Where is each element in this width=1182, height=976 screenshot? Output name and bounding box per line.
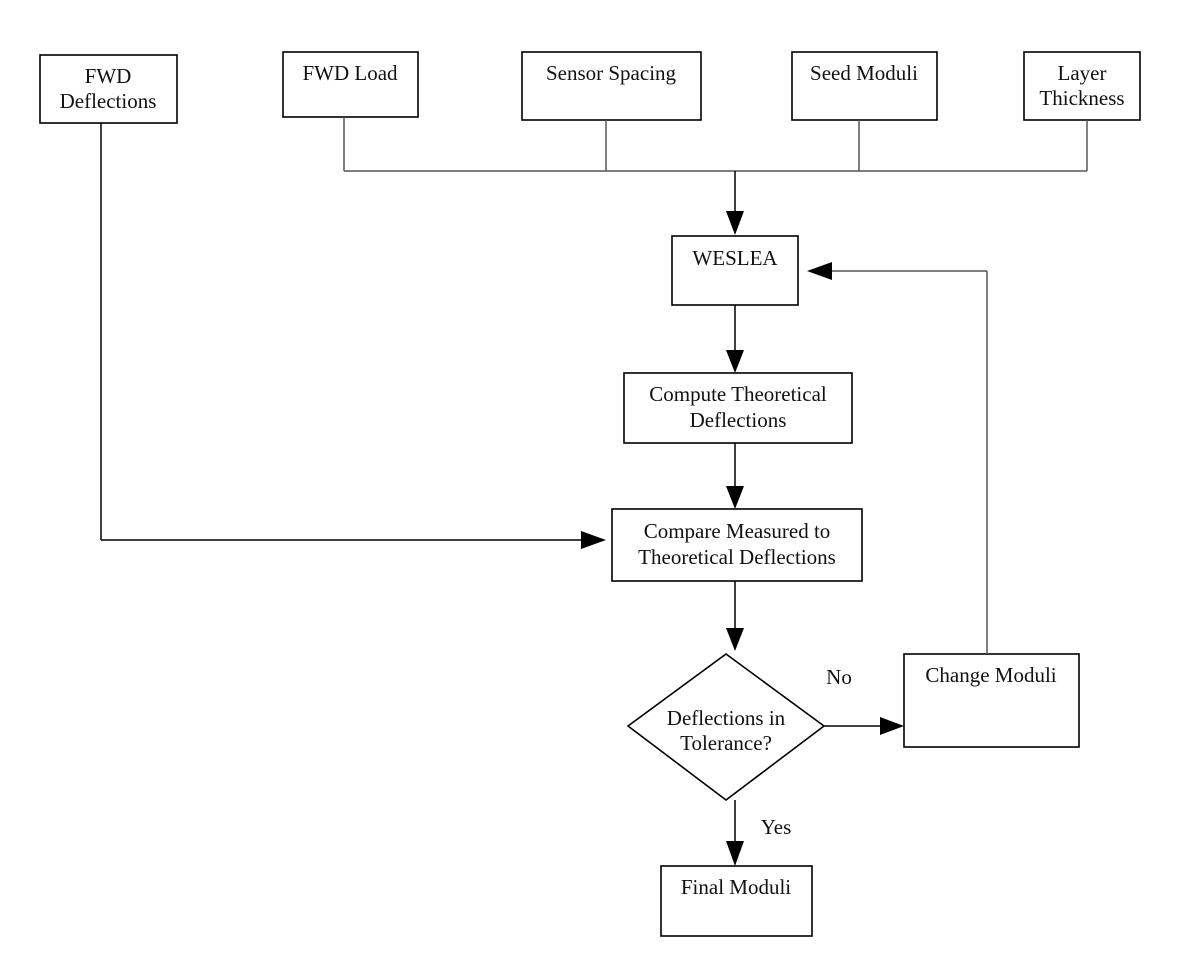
node-weslea: WESLEA [671,235,799,306]
node-compare-line-2: Theoretical Deflections [638,545,836,569]
arrow-compare-to-decision [726,581,744,651]
node-sensor-spacing: Sensor Spacing [521,51,702,121]
arrow-fwd-deflections-to-compare [100,123,606,549]
arrow-weslea-to-compute [726,305,744,373]
node-sensor-spacing-label: Sensor Spacing [546,61,677,85]
node-decision-line-1: Deflections in [667,706,786,730]
arrow-decision-to-change-moduli [824,717,904,735]
node-final-moduli: Final Moduli [660,865,813,937]
arrow-decision-to-final-moduli [726,800,744,866]
node-weslea-label: WESLEA [692,246,778,270]
node-decision-line-2: Tolerance? [680,731,772,755]
node-decision-tolerance: Deflections in Tolerance? [626,653,826,802]
arrow-compute-to-compare [726,443,744,509]
node-fwd-deflections-line-1: FWD [85,64,132,88]
node-compute-line-2: Deflections [690,408,787,432]
node-fwd-load: FWD Load [282,51,419,118]
edge-label-yes: Yes [761,815,792,839]
input-bus-connector [343,117,1088,172]
node-seed-moduli: Seed Moduli [791,51,938,121]
node-compute-theoretical-deflections: Compute Theoretical Deflections [623,372,853,444]
edge-label-no: No [826,665,852,689]
node-layer-thickness-line-2: Thickness [1039,86,1124,110]
node-change-moduli-label: Change Moduli [925,663,1056,687]
node-change-moduli: Change Moduli [903,653,1080,748]
arrow-bus-to-weslea [726,171,744,235]
node-compute-line-1: Compute Theoretical [649,382,827,406]
node-fwd-load-label: FWD Load [302,61,398,85]
node-layer-thickness-line-1: Layer [1058,61,1107,85]
node-compare-line-1: Compare Measured to [644,519,831,543]
node-compare-deflections: Compare Measured to Theoretical Deflecti… [611,508,863,582]
node-fwd-deflections: FWD Deflections [39,54,178,124]
arrow-change-moduli-to-weslea [807,262,988,654]
node-fwd-deflections-line-2: Deflections [60,89,157,113]
node-seed-moduli-label: Seed Moduli [810,61,918,85]
node-final-moduli-label: Final Moduli [681,875,791,899]
node-layer-thickness: Layer Thickness [1023,51,1141,121]
